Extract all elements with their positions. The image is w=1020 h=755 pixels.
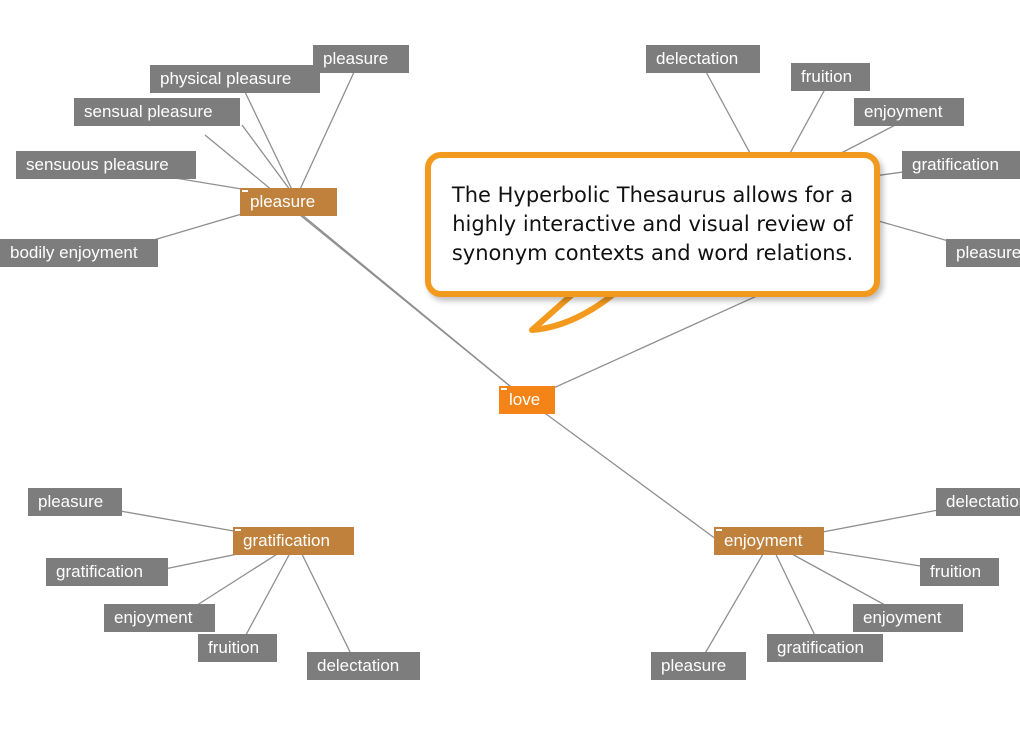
leaf-node[interactable]: delectation [307,652,420,680]
leaf-label: fruition [208,638,260,657]
leaf-node[interactable]: fruition [198,634,277,662]
cluster-node-label: pleasure [250,192,316,211]
callout-text: The Hyperbolic Thesaurus allows for a hi… [451,183,854,265]
info-callout: The Hyperbolic Thesaurus allows for a hi… [425,152,880,297]
cluster-node-label: enjoyment [724,531,803,550]
leaf-label: enjoyment [114,608,193,627]
leaf-node[interactable]: pleasure [28,488,122,516]
leaf-label: gratification [912,155,999,174]
leaf-label: fruition [930,562,982,581]
edge-line [295,541,356,663]
callout-tail [529,288,626,333]
leaf-label: sensual pleasure [84,102,213,121]
cluster-node-enjoyment[interactable]: enjoyment [714,527,824,555]
leaf-node[interactable]: sensual pleasure [74,98,240,126]
cluster-node-gratification[interactable]: gratification [233,527,354,555]
leaf-label: delectation [317,656,400,675]
leaf-label: gratification [777,638,864,657]
leaf-node[interactable]: bodily enjoyment [0,239,158,267]
edge-line [526,399,721,543]
collapse-mark-icon [235,529,241,531]
leaf-label: fruition [801,67,853,86]
leaf-label: pleasure [956,243,1020,262]
leaf-label: pleasure [323,49,389,68]
leaf-node[interactable]: enjoyment [854,98,964,126]
root-node-label: love [509,390,541,409]
leaf-label: physical pleasure [160,69,292,88]
leaf-node[interactable]: physical pleasure [150,65,320,93]
leaf-node[interactable]: gratification [46,558,168,586]
cluster-node-label: gratification [243,531,330,550]
leaf-label: gratification [56,562,143,581]
edge-line [244,91,297,199]
edge-line [241,124,297,199]
leaf-node[interactable]: pleasure [313,45,409,73]
collapse-mark-icon [716,529,722,531]
edge-line [769,541,821,647]
edge-line [526,289,771,401]
leaf-node[interactable]: fruition [791,63,870,91]
leaf-label: pleasure [38,492,104,511]
cluster-node-pleasure[interactable]: pleasure [240,188,337,216]
leaf-node[interactable]: sensuous pleasure [16,151,196,179]
leaf-node[interactable]: enjoyment [104,604,215,632]
edge-line [204,134,528,401]
leaf-label: delectation [946,492,1020,511]
edge-line [295,69,356,199]
leaf-node[interactable]: delectation [936,488,1020,516]
leaf-node[interactable]: pleasure [651,652,746,680]
leaf-node[interactable]: gratification [767,634,883,662]
edge-line [699,541,771,663]
leaf-node[interactable]: fruition [920,558,999,586]
leaf-node[interactable]: gratification [902,151,1020,179]
edge-line [239,541,297,647]
leaf-node[interactable]: pleasure [946,239,1020,267]
leaf-node[interactable]: delectation [646,45,760,73]
leaf-label: bodily enjoyment [10,243,138,262]
leaf-label: enjoyment [863,608,942,627]
collapse-mark-icon [242,190,248,192]
root-node-love[interactable]: love [499,386,555,414]
leaf-node[interactable]: enjoyment [853,604,963,632]
collapse-mark-icon [501,388,507,390]
leaf-label: enjoyment [864,102,943,121]
leaf-label: delectation [656,49,739,68]
leaf-label: sensuous pleasure [26,155,169,174]
leaf-label: pleasure [661,656,727,675]
